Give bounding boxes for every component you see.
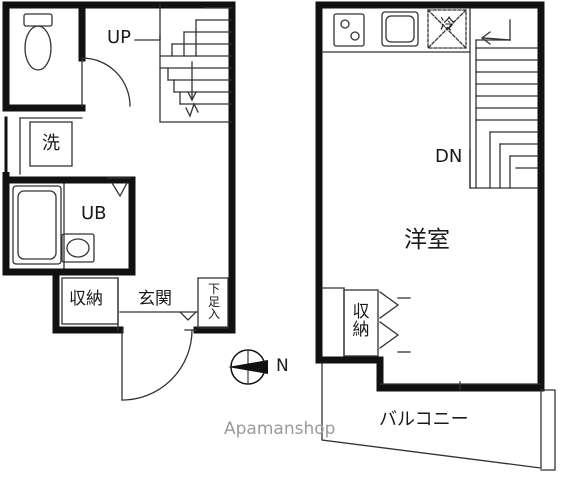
upper-thin-lines [321,7,556,471]
room-label: 洋室 [404,227,450,253]
upper-storage-char-2: 納 [352,319,370,340]
storage-label: 収納 [69,289,103,309]
stair-down-label: DN [435,146,463,167]
upper-floor [315,1,556,471]
balcony-label: バルコニー [379,409,469,430]
laundry-label: 洗 [42,133,60,154]
shoe-box-label: 下 足 入 [205,283,223,321]
upper-outer-walls [315,1,545,392]
shoe-box-char-2: 足 [207,294,220,309]
lower-thin-lines [12,4,233,401]
upper-storage-char-1: 収 [352,302,370,322]
shoe-box-char-3: 入 [207,307,220,322]
stair-up-label: UP [107,27,132,48]
entrance-label: 玄関 [138,289,172,309]
upper-storage-label: 収 納 [350,302,372,340]
fridge-label: 冷 [440,15,456,33]
compass-north-label: N [276,356,289,376]
shoe-box-char-1: 下 [207,282,220,296]
bath-label: UB [81,203,107,224]
compass [228,349,268,385]
watermark: Apamanshop [224,419,336,439]
lower-inner-walls [2,1,136,276]
lower-floor [2,1,236,401]
